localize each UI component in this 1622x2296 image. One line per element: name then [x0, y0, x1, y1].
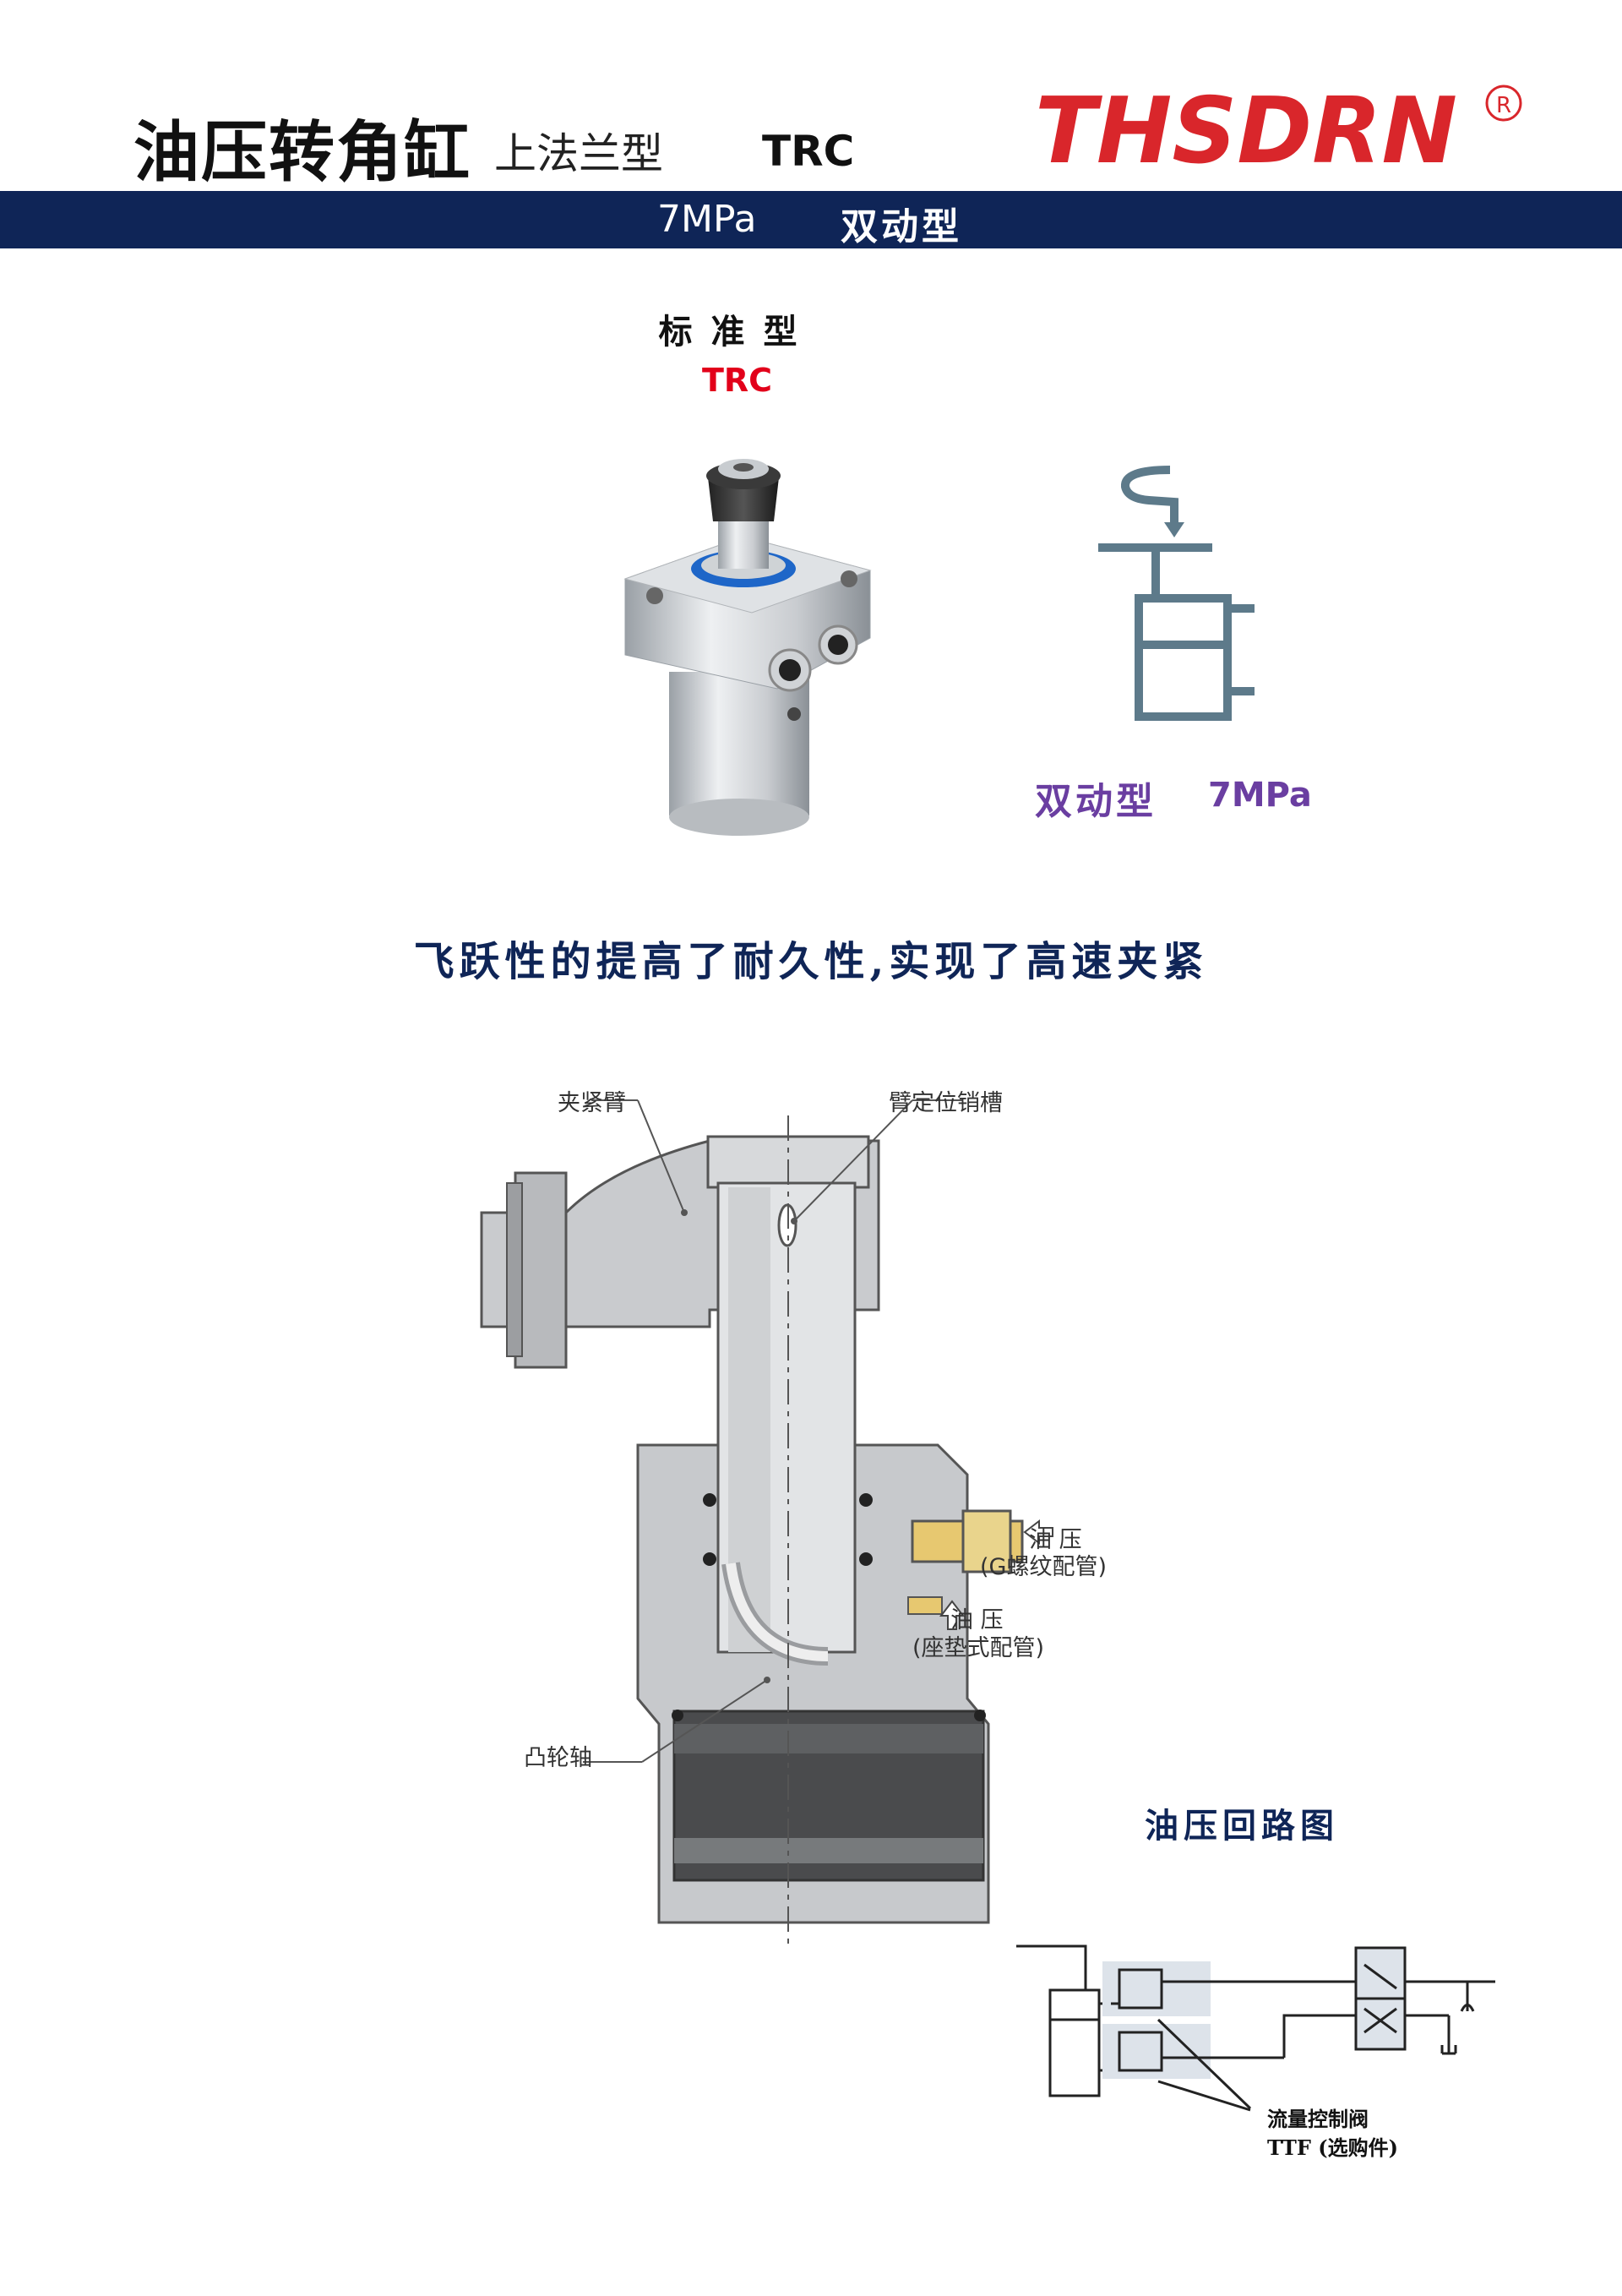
model-code: TRC [762, 127, 855, 176]
feature-tagline: 飞跃性的提高了耐久性,实现了高速夹紧 [413, 938, 1209, 985]
circuit-title: 油压回路图 [1145, 1806, 1339, 1846]
symbol-type-label: 双动型 [1035, 780, 1157, 823]
arrow-left-icon [1023, 1519, 1053, 1546]
double-acting-symbol-icon [1090, 463, 1276, 728]
hydraulic-circuit-diagram [1010, 1931, 1516, 2137]
arrow-up-icon [939, 1600, 966, 1630]
standard-model: TRC [701, 362, 773, 399]
label-cam-shaft: 凸轮轴 [524, 1745, 592, 1771]
registered-mark-icon [1485, 85, 1522, 122]
label-oil-g-note: (G螺纹配管) [980, 1554, 1107, 1580]
label-oil-seat: 油 压 [950, 1607, 1004, 1633]
logo-text: THSDRN [1035, 79, 1457, 179]
flow-valve-note: TTF (选购件) [1267, 2135, 1398, 2160]
svg-text:R: R [1496, 93, 1511, 118]
product-photo [617, 444, 895, 853]
flow-valve-label: 流量控制阀 [1267, 2107, 1369, 2131]
cross-section-diagram [456, 1048, 1115, 1964]
header-banner [0, 191, 1622, 248]
brand-logo: THSDRN R [1035, 78, 1542, 184]
label-oil-seat-note: (座垫式配管) [912, 1635, 1045, 1661]
banner-pressure: 7MPa [657, 198, 757, 241]
page-title: 油压转角缸 [133, 115, 472, 191]
banner-type: 双动型 [841, 205, 962, 248]
symbol-pressure-label: 7MPa [1208, 776, 1312, 815]
label-oil-g: 油 压 [1029, 1527, 1082, 1553]
label-clamp-arm: 夹紧臂 [558, 1090, 626, 1116]
label-arm-pin-slot: 臂定位销槽 [889, 1090, 1003, 1116]
standard-title: 标准型 [658, 312, 816, 352]
page-subtitle: 上法兰型 [494, 129, 663, 178]
